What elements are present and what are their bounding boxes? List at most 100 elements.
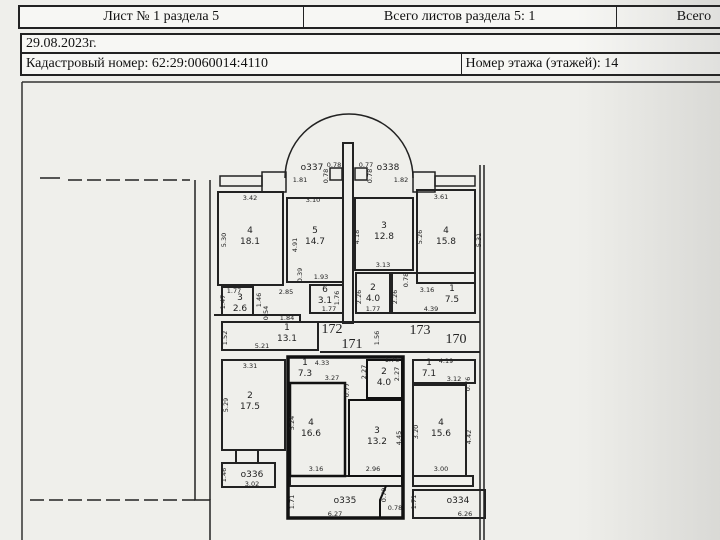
dimension-label: 4.39 (424, 305, 438, 313)
dimension-label: 2.27 (360, 365, 368, 379)
room-area: 7.5 (445, 295, 459, 305)
plan-label: о338 (377, 163, 400, 173)
dimension-label: 1.77 (322, 305, 336, 313)
plan-label: о337 (301, 163, 324, 173)
dimension-label: 1.76 (333, 291, 341, 305)
room-number: 5 (312, 226, 318, 236)
dimension-label: 1.71 (288, 495, 296, 509)
room-number: 2 (381, 367, 387, 377)
dimension-label: 3.20 (412, 425, 420, 439)
dimension-label: 3.00 (434, 465, 448, 473)
room-area: 13.1 (277, 334, 297, 344)
room-area: 15.6 (431, 429, 451, 439)
dimension-label: 4.42 (465, 430, 473, 444)
plan-frame (21, 81, 720, 540)
room-area: 17.5 (240, 402, 260, 412)
room-area: 4.0 (377, 378, 392, 388)
dimension-label: 4.18 (353, 230, 361, 244)
dimension-label: 3.02 (245, 480, 259, 488)
room-number: 1 (284, 323, 290, 333)
dimension-label: 1.46 (255, 293, 263, 307)
dimension-label: 1.76 (385, 356, 399, 364)
room-number: 1 (426, 358, 432, 368)
highlighted-apartment (286, 355, 405, 520)
rooms: 418.1514.7312.8415.832.663.124.017.5113.… (233, 221, 459, 447)
dimension-label: 1.93 (314, 273, 328, 281)
dimension-label: 0.77 (343, 383, 351, 397)
room-number: 1 (449, 284, 455, 294)
dimension-label: 1.52 (221, 331, 229, 345)
room-area: 15.8 (436, 237, 456, 247)
date: 29.08.2023г. (26, 35, 97, 51)
dimension-label: 3.31 (243, 362, 257, 370)
dimension-label: 5.24 (288, 416, 296, 430)
dimension-label: 3.61 (434, 193, 448, 201)
room-number: 4 (308, 418, 314, 428)
dimension-label: 0.70 (380, 488, 388, 502)
dimension-label: 1.84 (280, 314, 294, 322)
plan-label: о336 (241, 470, 264, 480)
dimension-label: 2.26 (355, 290, 363, 304)
room-number: 2 (370, 283, 376, 293)
floor-number: Номер этажа (этажей): 14 (465, 56, 619, 71)
room-area: 7.3 (298, 369, 312, 379)
room-number: 6 (322, 285, 328, 295)
dimension-label: 1.77 (366, 305, 380, 313)
room-number: 3 (374, 426, 380, 436)
room-area: 14.7 (305, 237, 325, 247)
room-area: 3.1 (318, 296, 332, 306)
dimension-label: 1.71 (410, 495, 418, 509)
room-number: 4 (443, 226, 449, 236)
dimension-label: 0.54 (262, 306, 270, 320)
dimension-label: 2.96 (366, 465, 380, 473)
header-row-sheet: Лист № 1 раздела 5 Всего листов раздела … (18, 5, 720, 29)
room-area: 2.6 (233, 304, 248, 314)
plan-label: 171 (342, 337, 363, 352)
dimension-label: 0.78 (388, 504, 402, 512)
room-number: 3 (381, 221, 387, 231)
total-sheets-section: Всего листов раздела 5: 1 (304, 7, 617, 27)
plan-label: 170 (446, 332, 467, 347)
cadastral-number: Кадастровый номер: 62:29:0060014:4110 (22, 54, 462, 74)
plan-label: о335 (334, 496, 357, 506)
room-area: 13.2 (367, 437, 387, 447)
walls (214, 142, 486, 519)
room-number: 2 (247, 391, 253, 401)
dimension-label: 5.26 (416, 230, 424, 244)
dimension-label: 5.30 (220, 233, 228, 247)
dimension-label: 4.33 (315, 359, 329, 367)
dimension-label: 3.27 (325, 374, 339, 382)
room-area: 16.6 (301, 429, 321, 439)
dimension-label: 1.82 (394, 176, 408, 184)
dimension-label: 2.85 (279, 288, 293, 296)
dimension-label: 2.26 (391, 290, 399, 304)
balcony-arc (219, 113, 476, 193)
dimension-label: 0.78 (402, 273, 410, 287)
total-sheets: Всего (676, 9, 712, 24)
dimension-label: 3.16 (420, 286, 434, 294)
dimension-label: 4.45 (395, 431, 403, 445)
dimension-label: 4.91 (291, 238, 299, 252)
building-outline (30, 165, 485, 540)
dimension-label: 5.29 (222, 398, 230, 412)
room-number: 4 (438, 418, 444, 428)
dimension-label: 3.12 (447, 375, 461, 383)
room-area: 4.0 (366, 294, 381, 304)
dimension-label: 6.27 (328, 510, 342, 518)
dimension-label: 0.76 (464, 377, 472, 391)
room-number: 3 (237, 293, 243, 303)
room-number: 1 (302, 358, 308, 368)
dimension-label: 1.81 (293, 176, 307, 184)
header-row-cadastral: Кадастровый номер: 62:29:0060014:4110 Но… (20, 52, 720, 76)
room-area: 7.1 (422, 369, 436, 379)
dimension-label: 2.27 (393, 367, 401, 381)
dimension-label: 3.10 (306, 196, 320, 204)
dimension-label: 3.13 (376, 261, 390, 269)
dimension-label: 6.26 (458, 510, 472, 518)
room-number: 4 (247, 226, 253, 236)
sheet-number: Лист № 1 раздела 5 (20, 7, 304, 27)
dimension-label: 0.78 (322, 169, 330, 183)
room-area: 18.1 (240, 237, 260, 247)
dimension-label: 1.56 (373, 331, 381, 345)
